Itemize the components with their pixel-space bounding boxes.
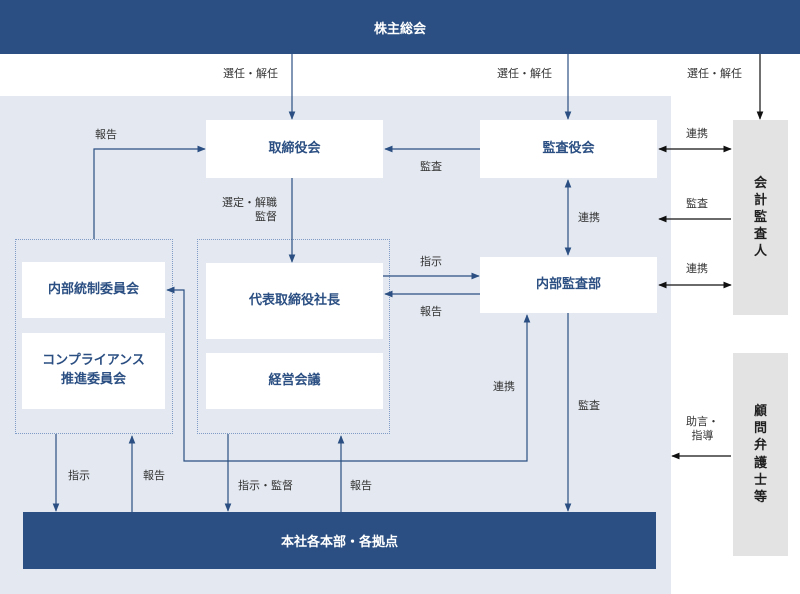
arrow-coop-hq — [166, 286, 531, 462]
executive-group — [197, 239, 390, 434]
headquarters-node: 本社各本部・各拠点 — [23, 512, 656, 569]
internal-audit-label: 内部監査部 — [535, 276, 601, 292]
label-report-left: 報告 — [143, 469, 165, 482]
label-audit-hq: 監査 — [578, 399, 600, 412]
label-instruct-left: 指示 — [68, 469, 90, 482]
compliance-committee-label: コンプライアンス 推進委員会 — [42, 353, 145, 387]
compliance-committee-node: コンプライアンス 推進委員会 — [22, 333, 165, 409]
legal-counsel-node: 顧問弁護士等 — [733, 353, 788, 556]
label-report-to-board: 報告 — [95, 128, 117, 141]
management-meeting-node: 経営会議 — [206, 353, 383, 409]
arrow-report-to-board — [93, 145, 206, 239]
committees-group — [15, 239, 173, 434]
accounting-auditor-label: 会計監査人 — [753, 175, 767, 260]
accounting-auditor-node: 会計監査人 — [733, 120, 788, 315]
label-coop-accountant-internal: 連携 — [686, 262, 708, 275]
legal-counsel-label: 顧問弁護士等 — [753, 404, 767, 505]
headquarters-label: 本社各本部・各拠点 — [280, 535, 398, 550]
label-audit-board: 監査 — [420, 160, 442, 173]
audit-board-node: 監査役会 — [480, 120, 657, 178]
label-elect-board: 選任・解任 — [223, 67, 278, 80]
label-advice: 助言・ 指導 — [686, 415, 719, 443]
label-elect-auditors: 選任・解任 — [497, 67, 552, 80]
label-instruct-supervise: 指示・監督 — [238, 479, 293, 492]
label-audit-accountant: 監査 — [686, 197, 708, 210]
management-meeting-label: 経営会議 — [268, 372, 321, 388]
label-elect-accountant: 選任・解任 — [687, 67, 742, 80]
label-report-internal: 報告 — [420, 305, 442, 318]
audit-board-label: 監査役会 — [542, 140, 595, 156]
label-report-mid: 報告 — [350, 479, 372, 492]
label-select-dismiss: 選定・解職 監督 — [222, 196, 277, 224]
board-of-directors-node: 取締役会 — [206, 120, 383, 178]
shareholders-meeting-node: 株主総会 — [0, 0, 800, 54]
shareholders-meeting-label: 株主総会 — [373, 21, 426, 37]
label-instruct-internal: 指示 — [420, 255, 442, 268]
internal-control-committee-label: 内部統制委員会 — [47, 281, 139, 297]
label-coop-auditors-internal: 連携 — [578, 211, 600, 224]
board-of-directors-label: 取締役会 — [268, 140, 321, 156]
internal-control-committee-node: 内部統制委員会 — [22, 262, 165, 318]
label-coop-auditors-accountant: 連携 — [686, 127, 708, 140]
label-coop-hq: 連携 — [493, 380, 515, 393]
